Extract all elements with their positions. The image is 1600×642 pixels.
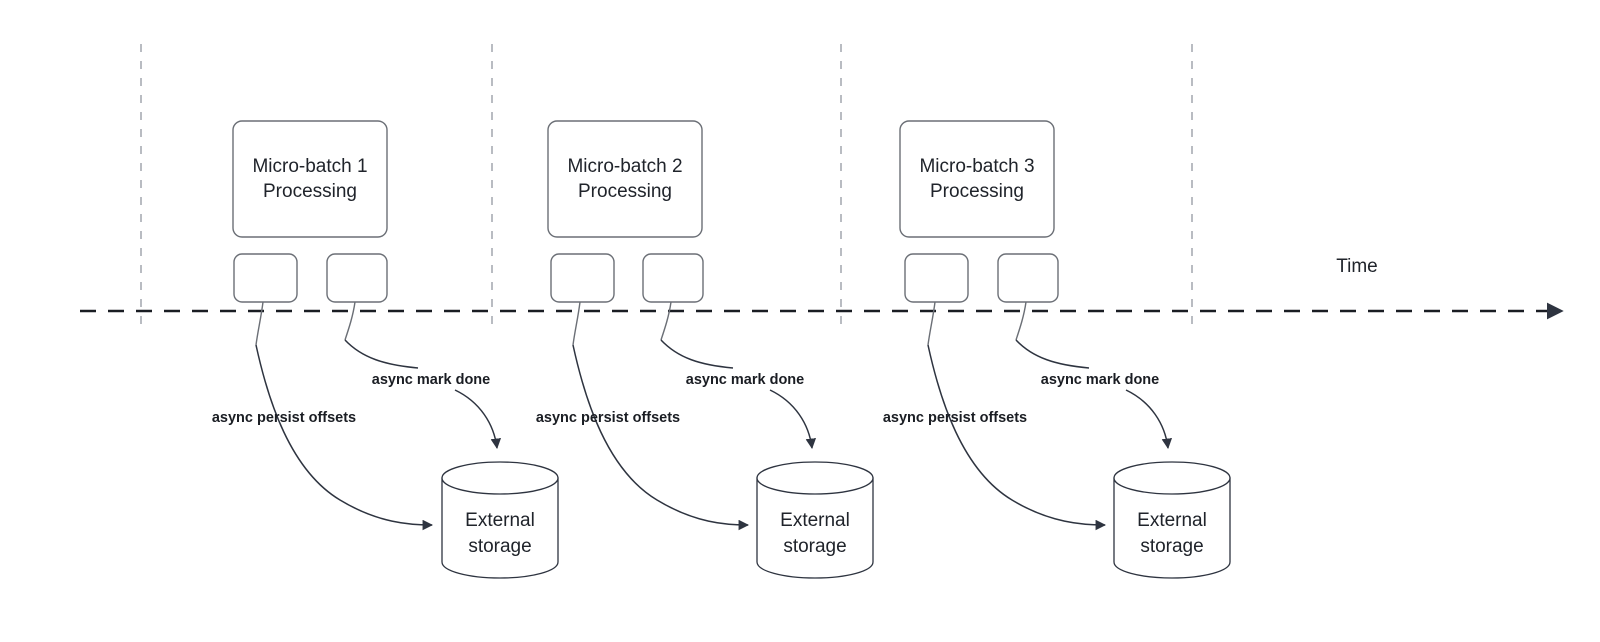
external-storage-1-label-line1: External	[465, 510, 535, 531]
time-axis: Time	[80, 256, 1564, 320]
external-storage-2[interactable]: External storage	[756, 461, 874, 579]
stub-1-2	[344, 301, 356, 341]
stub-1-1	[255, 301, 264, 346]
time-axis-label: Time	[1336, 256, 1378, 277]
micro-batch-3-box[interactable]	[899, 120, 1055, 238]
edge-1-mark-done-a	[344, 339, 419, 369]
edge-label-1-mark-done: async mark done	[372, 372, 490, 388]
external-storage-1-top	[441, 461, 559, 495]
edge-2-mark-done-a	[660, 339, 734, 369]
edge-label-3-mark-done: async mark done	[1041, 372, 1159, 388]
micro-batch-3-task-box-1[interactable]	[904, 253, 969, 303]
external-storage-3-label-line1: External	[1137, 510, 1207, 531]
edge-2-mark-done-b	[769, 389, 817, 450]
micro-batch-2-label-line1: Micro-batch 2	[567, 156, 682, 177]
edge-label-2-mark-done: async mark done	[686, 372, 804, 388]
micro-batch-3-task-box-2[interactable]	[997, 253, 1059, 303]
group-1: Micro-batch 1 Processing External storag…	[212, 120, 559, 579]
edge-3-mark-done-b	[1125, 389, 1173, 450]
edge-label-3-persist-offsets: async persist offsets	[883, 410, 1027, 426]
external-storage-3[interactable]: External storage	[1113, 461, 1231, 579]
group-2: Micro-batch 2 Processing External storag…	[536, 120, 874, 579]
stub-2-1	[572, 301, 581, 346]
micro-batch-3-label-line1: Micro-batch 3	[919, 156, 1034, 177]
edge-1-mark-done-b	[454, 389, 502, 450]
external-storage-2-top	[756, 461, 874, 495]
external-storage-3-label-line2: storage	[1140, 536, 1203, 557]
micro-batch-2-task-box-1[interactable]	[550, 253, 615, 303]
stub-2-2	[660, 301, 672, 341]
external-storage-1[interactable]: External storage	[441, 461, 559, 579]
external-storage-1-label-line2: storage	[468, 536, 531, 557]
micro-batch-1-task-box-2[interactable]	[326, 253, 388, 303]
micro-batch-2-label-line2: Processing	[578, 181, 672, 202]
stub-3-2	[1015, 301, 1027, 341]
micro-batch-1-task-box-1[interactable]	[233, 253, 298, 303]
edge-3-mark-done-a	[1015, 339, 1090, 369]
micro-batch-1-label-line2: Processing	[263, 181, 357, 202]
external-storage-2-body	[756, 477, 874, 579]
edge-label-1-persist-offsets: async persist offsets	[212, 410, 356, 426]
edge-2-persist-offsets	[572, 344, 750, 531]
micro-batch-2-task-box-2[interactable]	[642, 253, 704, 303]
edge-1-persist-offsets	[255, 344, 434, 531]
gridlines	[140, 44, 1193, 333]
external-storage-2-label-line1: External	[780, 510, 850, 531]
micro-batch-2-box[interactable]	[547, 120, 703, 238]
edge-3-persist-offsets	[927, 344, 1107, 531]
group-3: Micro-batch 3 Processing External storag…	[883, 120, 1231, 579]
external-storage-2-label-line2: storage	[783, 536, 846, 557]
micro-batch-1-box[interactable]	[232, 120, 388, 238]
micro-batch-1-label-line1: Micro-batch 1	[252, 156, 367, 177]
external-storage-3-body	[1113, 477, 1231, 579]
external-storage-3-top	[1113, 461, 1231, 495]
stub-3-1	[927, 301, 936, 346]
external-storage-1-body	[441, 477, 559, 579]
micro-batch-3-label-line2: Processing	[930, 181, 1024, 202]
edge-label-2-persist-offsets: async persist offsets	[536, 410, 680, 426]
